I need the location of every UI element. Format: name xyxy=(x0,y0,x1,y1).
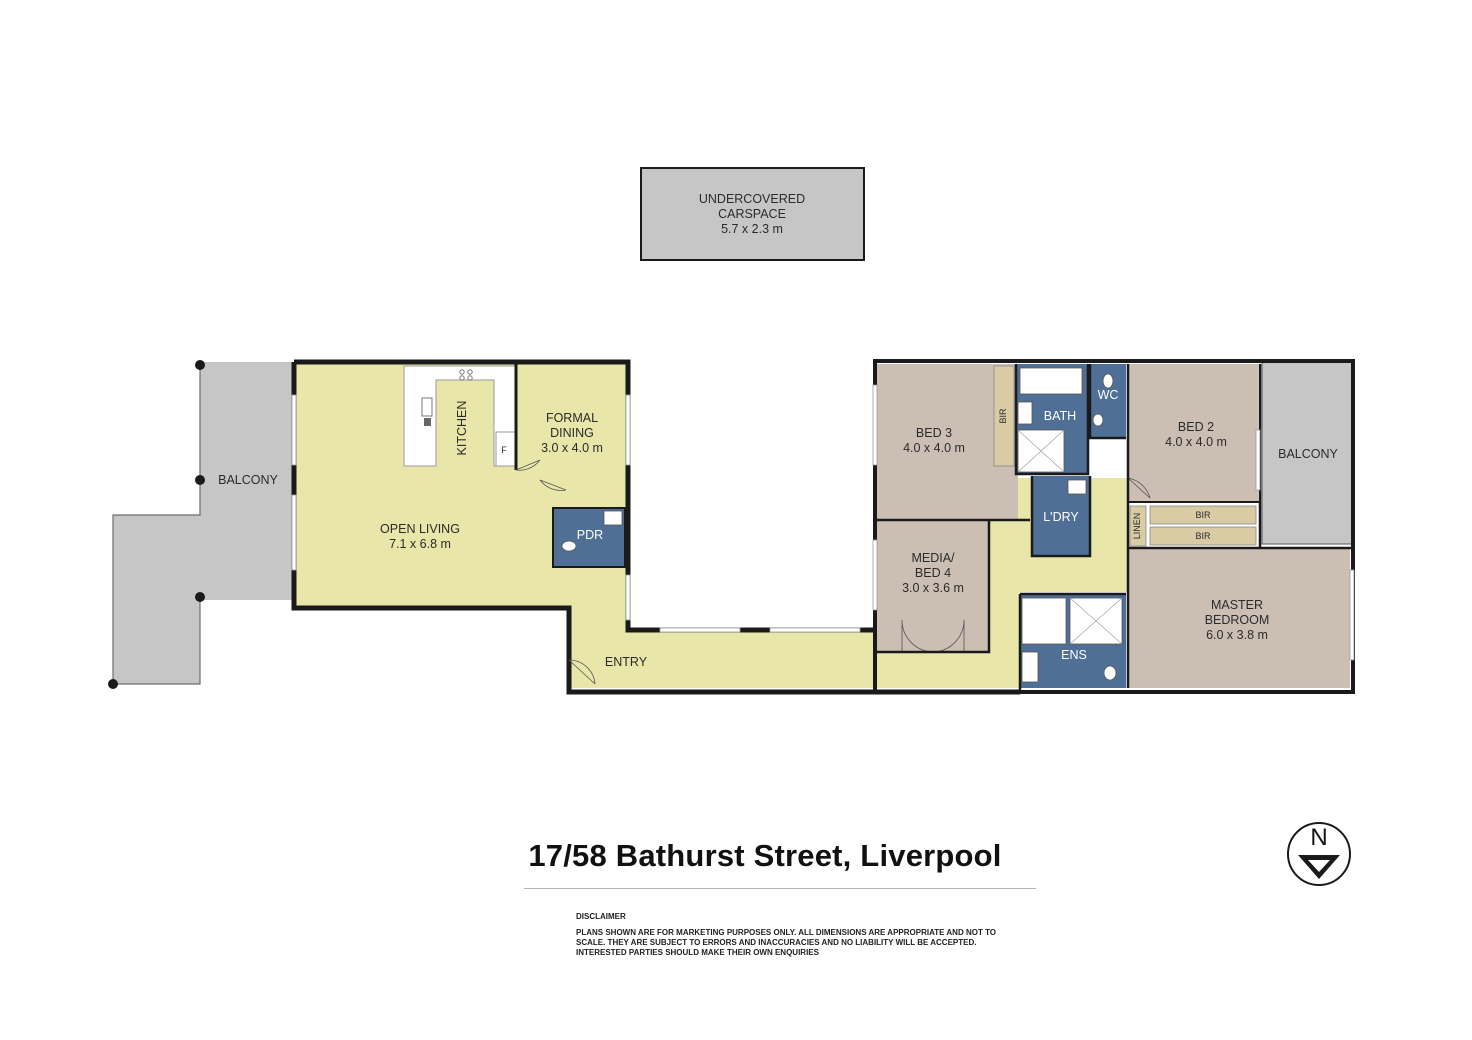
door-swing xyxy=(568,659,596,685)
dining-label-2: DINING xyxy=(550,426,594,440)
bed4-label-1: MEDIA/ xyxy=(911,551,955,565)
compass-icon xyxy=(1287,822,1351,886)
open-living-label: OPEN LIVING xyxy=(380,522,460,536)
wc-label: WC xyxy=(1098,388,1119,402)
window xyxy=(769,627,861,633)
ensuite-basin xyxy=(1021,651,1039,683)
window xyxy=(625,394,631,466)
window xyxy=(625,574,631,621)
master-label-2: BEDROOM xyxy=(1205,613,1270,627)
living-walls xyxy=(294,359,875,633)
property-address: 17/58 Bathurst Street, Liverpool xyxy=(528,838,1002,873)
balcony-post xyxy=(195,475,205,485)
window xyxy=(1255,429,1261,491)
bed3-bir-label: BIR xyxy=(998,408,1008,424)
bed3-size: 4.0 x 4.0 m xyxy=(903,441,965,455)
disclaimer-text: PLANS SHOWN ARE FOR MARKETING PURPOSES O… xyxy=(576,928,997,957)
bir-lower xyxy=(1149,526,1257,546)
bed4-room xyxy=(877,520,989,652)
linen-cupboard xyxy=(1129,505,1147,547)
cooktop-icon xyxy=(467,369,473,375)
balcony-left-edge xyxy=(112,362,201,685)
window xyxy=(1349,569,1355,661)
oven-icon xyxy=(424,418,431,426)
pdr-label: PDR xyxy=(577,528,603,542)
interior-wall xyxy=(1030,476,1092,558)
north-compass: N xyxy=(1286,821,1352,887)
interior-wall xyxy=(1088,364,1126,440)
bed3-robe xyxy=(993,365,1015,467)
balcony-left-label: BALCONY xyxy=(218,473,278,487)
master-room xyxy=(1128,548,1350,688)
window xyxy=(872,539,878,611)
wc-basin xyxy=(1092,413,1104,427)
shower-cross xyxy=(1069,597,1123,645)
interior-wall xyxy=(1014,364,1090,476)
address-underline xyxy=(524,888,1036,889)
sink-icon xyxy=(421,397,433,417)
wc-toilet xyxy=(1102,373,1114,389)
disclaimer: DISCLAIMER PLANS SHOWN ARE FOR MARKETING… xyxy=(576,912,1006,958)
master-label-1: MASTER xyxy=(1211,598,1263,612)
hall-floor xyxy=(990,478,1128,688)
shower-cross xyxy=(1017,429,1065,473)
bir-upper xyxy=(1149,505,1257,525)
carspace-size: 5.7 x 2.3 m xyxy=(721,222,783,236)
balcony-post xyxy=(195,360,205,370)
cooktop-icon xyxy=(459,369,465,375)
window xyxy=(872,384,878,466)
ensuite-label: ENS xyxy=(1061,648,1087,662)
balcony-left: BALCONY xyxy=(108,360,294,689)
cooktop-icon xyxy=(459,375,465,381)
dining-label-1: FORMAL xyxy=(546,411,598,425)
bath-tub xyxy=(1019,367,1083,395)
bath-basin xyxy=(1017,401,1033,425)
bedroom-wing: BIR BED 3 4.0 x 4.0 m MEDIA/ BED 4 3.0 x… xyxy=(872,359,1355,694)
pdr-basin xyxy=(603,510,623,526)
bir-lower-label: BIR xyxy=(1195,531,1211,541)
door-swing xyxy=(1127,477,1151,499)
window xyxy=(291,394,297,466)
laundry-label: L'DRY xyxy=(1043,510,1079,524)
balcony-post xyxy=(108,679,118,689)
interior-wall xyxy=(877,520,991,654)
compass-letter: N xyxy=(1310,824,1328,851)
carspace-label-2: CARSPACE xyxy=(718,207,786,221)
carspace-area xyxy=(640,167,865,261)
window xyxy=(291,494,297,571)
pdr-toilet xyxy=(561,540,577,552)
disclaimer-title: DISCLAIMER xyxy=(576,912,626,921)
door-swing xyxy=(539,479,567,491)
kitchen-label: KITCHEN xyxy=(455,401,469,456)
balcony-left-area xyxy=(113,362,294,684)
fridge-label: F xyxy=(501,445,507,455)
window xyxy=(659,627,741,633)
wing-outer-wall xyxy=(873,359,1355,694)
cooktop-icon xyxy=(467,375,473,381)
bed4-size: 3.0 x 3.6 m xyxy=(902,581,964,595)
ensuite-bath xyxy=(1021,597,1067,645)
linen-label: LINEN xyxy=(1132,513,1142,540)
dining-size: 3.0 x 4.0 m xyxy=(541,441,603,455)
bir-upper-label: BIR xyxy=(1195,510,1211,520)
bed2-size: 4.0 x 4.0 m xyxy=(1165,435,1227,449)
entry-label: ENTRY xyxy=(605,655,648,669)
bed2-room xyxy=(1128,364,1258,502)
balcony-post xyxy=(195,592,205,602)
bed3-label: BED 3 xyxy=(916,426,952,440)
ensuite-toilet xyxy=(1103,665,1117,681)
balcony-right-label: BALCONY xyxy=(1278,447,1338,461)
bed2-label: BED 2 xyxy=(1178,420,1214,434)
carspace: UNDERCOVERED CARSPACE 5.7 x 2.3 m xyxy=(640,167,865,261)
open-living-size: 7.1 x 6.8 m xyxy=(389,537,451,551)
bath-label: BATH xyxy=(1044,409,1076,423)
master-size: 6.0 x 3.8 m xyxy=(1206,628,1268,642)
door-swing xyxy=(515,459,541,471)
bed4-label-2: BED 4 xyxy=(915,566,951,580)
carspace-label-1: UNDERCOVERED xyxy=(699,192,805,206)
laundry-tub xyxy=(1067,479,1087,495)
living-zone: F KITCHEN FORMAL DINING 3.0 x 4.0 m OPEN… xyxy=(291,359,1128,695)
